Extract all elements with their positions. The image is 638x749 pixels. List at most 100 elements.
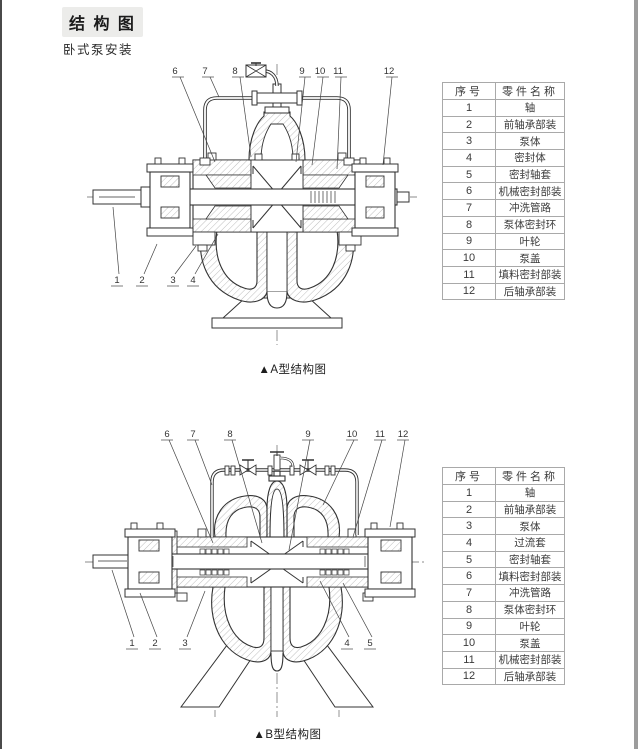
svg-text:2: 2 xyxy=(152,638,157,649)
svg-text:7: 7 xyxy=(202,66,207,77)
cell: 泵体密封环 xyxy=(495,215,565,234)
cell: 10 xyxy=(442,634,496,652)
cell: 11 xyxy=(442,650,496,669)
table-header-row: 序号零件名称 xyxy=(442,467,565,485)
caption-diagram-b: ▲B型结构图 xyxy=(253,729,322,741)
header-cell: 序号 xyxy=(442,467,496,485)
cell: 1 xyxy=(442,484,496,502)
cell: 4 xyxy=(442,534,496,552)
cell: 12 xyxy=(442,667,496,686)
cell: 10 xyxy=(442,249,496,267)
cell: 密封轴套 xyxy=(495,550,565,569)
bearing-right-a xyxy=(351,157,399,237)
cell: 8 xyxy=(442,600,496,619)
cell: 机械密封部装 xyxy=(495,650,565,669)
cell: 密封体 xyxy=(495,149,565,167)
flush-piping-b xyxy=(210,451,359,537)
cell: 填料密封部装 xyxy=(495,567,565,586)
svg-text:1: 1 xyxy=(114,275,119,286)
cell: 轴 xyxy=(495,484,565,502)
cell: 3 xyxy=(442,132,496,151)
page-subtitle: 卧式泵安装 xyxy=(63,43,134,57)
pump-diagram-a: 6 7 8 9 10 11 12 1 2 3 4 xyxy=(87,62,417,345)
caption-diagram-a: ▲A型结构图 xyxy=(258,364,327,376)
cell: 8 xyxy=(442,215,496,234)
svg-text:11: 11 xyxy=(333,66,343,77)
cell: 密封轴套 xyxy=(495,165,565,184)
cell: 3 xyxy=(442,517,496,536)
cell: 4 xyxy=(442,149,496,167)
svg-text:8: 8 xyxy=(232,66,237,77)
casing-a xyxy=(192,111,362,252)
svg-text:9: 9 xyxy=(305,429,310,440)
volute-a xyxy=(199,227,355,309)
cell: 6 xyxy=(442,567,496,586)
svg-text:6: 6 xyxy=(164,429,169,440)
table-header-row: 序号零件名称 xyxy=(442,82,565,100)
cell: 7 xyxy=(442,199,496,217)
cell: 后轴承部装 xyxy=(495,282,565,301)
cell: 泵体密封环 xyxy=(495,600,565,619)
cell: 9 xyxy=(442,617,496,636)
header-cell: 零件名称 xyxy=(495,467,565,485)
svg-text:3: 3 xyxy=(170,275,175,286)
svg-text:7: 7 xyxy=(190,429,195,440)
svg-text:4: 4 xyxy=(344,638,349,649)
volute-top-b xyxy=(213,469,341,538)
cell: 叶轮 xyxy=(495,617,565,636)
cell: 泵体 xyxy=(495,132,565,151)
header-cell: 零件名称 xyxy=(495,82,565,100)
bearing-left-a xyxy=(146,157,194,237)
cell: 5 xyxy=(442,165,496,184)
callouts-b: 6 7 8 9 10 11 12 1 2 3 4 5 xyxy=(111,429,409,650)
svg-text:2: 2 xyxy=(139,275,144,286)
cell: 前轴承部装 xyxy=(495,500,565,519)
svg-text:9: 9 xyxy=(299,66,304,77)
cell: 前轴承部装 xyxy=(495,115,565,134)
page-right-border xyxy=(634,0,638,749)
cell: 过流套 xyxy=(495,534,565,552)
cell: 泵盖 xyxy=(495,634,565,652)
cell: 冲洗管路 xyxy=(495,199,565,217)
cell: 后轴承部装 xyxy=(495,667,565,686)
cell: 5 xyxy=(442,550,496,569)
svg-text:6: 6 xyxy=(172,66,177,77)
header-cell: 序号 xyxy=(442,82,496,100)
cell: 11 xyxy=(442,265,496,284)
bearing-right-b xyxy=(364,522,416,598)
cell: 泵体 xyxy=(495,517,565,536)
pump-diagram-b: 6 7 8 9 10 11 12 1 2 3 4 5 xyxy=(85,429,425,717)
svg-text:5: 5 xyxy=(367,638,372,649)
svg-text:3: 3 xyxy=(182,638,187,649)
cell: 2 xyxy=(442,115,496,134)
cell: 7 xyxy=(442,584,496,602)
cell: 填料密封部装 xyxy=(495,265,565,284)
cell: 冲洗管路 xyxy=(495,584,565,602)
cell: 叶轮 xyxy=(495,232,565,251)
cell: 轴 xyxy=(495,99,565,117)
svg-text:12: 12 xyxy=(398,429,409,440)
svg-text:1: 1 xyxy=(129,638,134,649)
cell: 6 xyxy=(442,182,496,201)
shaft-a xyxy=(92,186,410,208)
cell: 2 xyxy=(442,500,496,519)
